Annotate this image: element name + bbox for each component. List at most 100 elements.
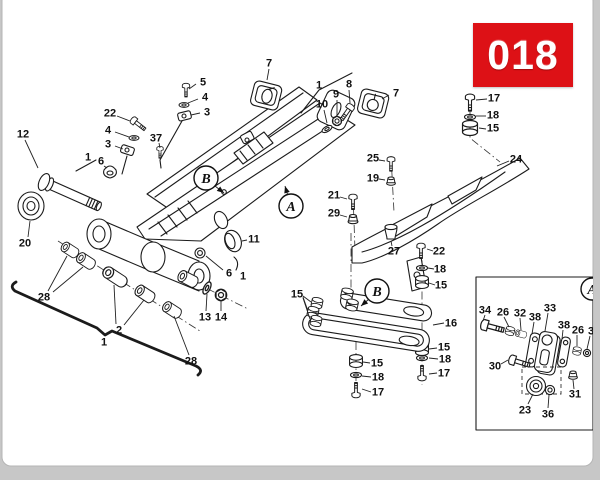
leader-line — [428, 357, 439, 360]
leader-line — [27, 220, 31, 238]
part-label-31: 31 — [569, 389, 581, 401]
leader-line — [500, 359, 509, 365]
part-label-37: 37 — [150, 133, 162, 145]
part-label-13: 13 — [199, 312, 211, 324]
part-label-27: 27 — [388, 246, 400, 258]
ref-arrowhead — [284, 186, 290, 194]
leader-line — [47, 255, 68, 292]
ref-arrowhead — [361, 299, 369, 306]
leader-line — [114, 131, 130, 138]
leader-line — [572, 379, 575, 390]
leader-line — [428, 347, 438, 350]
part-label-4: 4 — [105, 125, 112, 137]
ref-letter: A — [586, 283, 596, 298]
part-label-3: 3 — [204, 107, 210, 119]
part-label-11: 11 — [248, 234, 260, 246]
part-label-1: 1 — [101, 337, 107, 349]
part-label-28: 28 — [38, 292, 50, 304]
leader-line — [519, 317, 522, 331]
leader-line — [302, 295, 312, 303]
part-label-4: 4 — [202, 92, 209, 104]
part-label-22: 22 — [433, 246, 445, 258]
part-label-1: 1 — [240, 271, 246, 283]
leader-line — [482, 314, 486, 322]
leader-line — [116, 115, 131, 122]
part-label-17: 17 — [438, 368, 450, 380]
leader-line — [361, 388, 372, 393]
part-label-29: 29 — [328, 208, 340, 220]
part-label-30: 30 — [489, 361, 501, 373]
chain-guard — [347, 156, 530, 292]
bushing-row — [59, 229, 242, 321]
part-label-14: 14 — [215, 312, 228, 324]
part-label-2: 2 — [116, 325, 122, 337]
leader-line — [52, 266, 84, 293]
part-label-1: 1 — [316, 80, 322, 92]
ref-marker-A: A — [278, 185, 304, 219]
leader-line — [378, 159, 386, 162]
part-label-18: 18 — [487, 110, 499, 122]
part-label-17: 17 — [372, 387, 384, 399]
leader-line — [158, 142, 161, 149]
leader-line — [113, 284, 117, 325]
part-label-15: 15 — [438, 342, 450, 354]
part-label-33: 33 — [544, 303, 556, 315]
ref-letter: B — [371, 285, 381, 300]
part-label-15: 15 — [487, 123, 499, 135]
leader-line — [361, 375, 372, 378]
leader-line — [362, 361, 371, 364]
leader-line — [432, 322, 445, 326]
part-label-26: 26 — [572, 325, 584, 337]
part-label-23: 23 — [519, 405, 531, 417]
ref-circle — [193, 165, 219, 191]
part-label-22: 22 — [104, 108, 116, 120]
part-label-24: 24 — [510, 154, 523, 166]
leader-line — [205, 293, 208, 312]
part-label-28: 28 — [185, 356, 197, 368]
ref-circle — [278, 193, 304, 219]
leader-line — [103, 165, 108, 169]
part-label-18: 18 — [434, 264, 446, 276]
part-label-25: 25 — [367, 153, 379, 165]
part-label-1: 1 — [85, 152, 91, 164]
leader-line — [544, 312, 549, 332]
part-label-10: 10 — [316, 99, 328, 111]
part-label-9: 9 — [333, 89, 339, 101]
part-label-38: 38 — [558, 320, 570, 332]
part-label-21: 21 — [328, 190, 340, 202]
group-brackets — [10, 159, 239, 377]
leader-line — [427, 267, 435, 270]
part-label-7: 7 — [393, 88, 399, 100]
leader-line — [426, 248, 434, 252]
ref-arrowhead — [216, 186, 224, 193]
leader-line — [339, 214, 348, 218]
leader-line — [266, 68, 270, 81]
ref-letter: A — [285, 200, 295, 215]
leader-line — [390, 240, 393, 247]
leader-line — [381, 94, 390, 100]
slider-blocks — [250, 72, 390, 135]
part-label-32: 32 — [514, 308, 526, 320]
part-label-15: 15 — [291, 289, 303, 301]
ref-marker-A: A — [580, 277, 596, 301]
leader-line — [339, 196, 348, 200]
inset-detail-box — [475, 276, 593, 431]
leader-line — [24, 139, 39, 169]
ref-letter: B — [200, 172, 210, 187]
leader-line — [547, 394, 550, 409]
leader-line — [190, 112, 201, 116]
leader-line — [302, 297, 311, 320]
part-label-6: 6 — [98, 156, 104, 168]
ref-circle — [364, 278, 390, 304]
part-label-17: 17 — [488, 93, 500, 105]
chain-guide-bracket — [302, 286, 433, 352]
part-label-18: 18 — [372, 372, 384, 384]
leader-line — [496, 160, 510, 167]
part-label-34: 34 — [479, 305, 492, 317]
part-label-18: 18 — [439, 354, 451, 366]
pivot-ring — [17, 191, 45, 221]
leader-line — [478, 127, 487, 130]
ref-marker-B: B — [193, 165, 225, 194]
